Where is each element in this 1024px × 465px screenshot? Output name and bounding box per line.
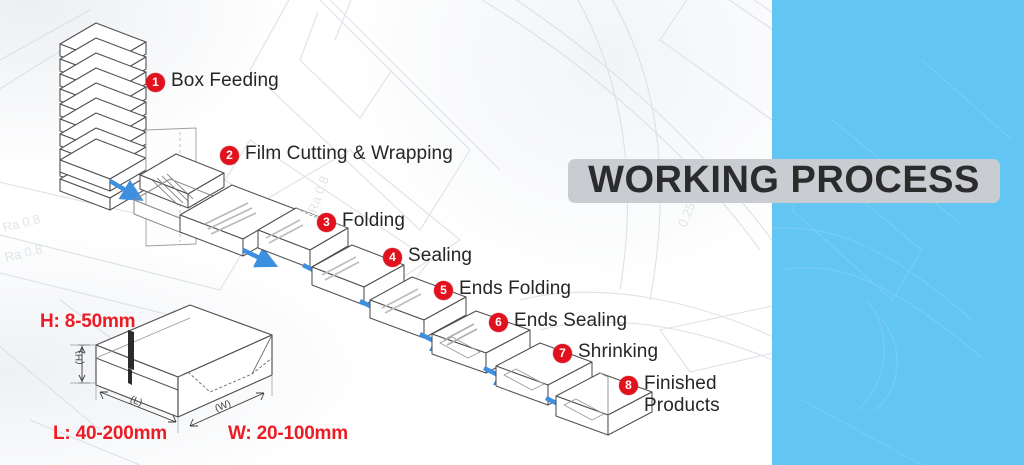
banner-title: WORKING PROCESS	[588, 159, 980, 201]
step-2-film-cutting-wrapping: 2 Film Cutting & Wrapping	[220, 143, 453, 165]
svg-text:Ra 0.8: Ra 0.8	[1, 211, 42, 235]
step-7-shrinking: 7 Shrinking	[553, 341, 658, 363]
step-1-label: Box Feeding	[171, 70, 279, 91]
dimension-width-label: W: 20-100mm	[228, 423, 348, 444]
step-8-badge: 8	[619, 376, 638, 395]
svg-text:0.25: 0.25	[675, 200, 698, 229]
step-7-badge: 7	[553, 344, 572, 363]
step-4-badge: 4	[383, 248, 402, 267]
accent-panel	[772, 0, 1024, 465]
step-3-label: Folding	[342, 210, 406, 231]
step-5-label: Ends Folding	[459, 278, 572, 299]
step-1-box-feeding: 1 Box Feeding	[146, 70, 279, 92]
step-8-finished-products: 8 Finished Products	[619, 373, 754, 417]
callout-length: (L)	[128, 394, 144, 409]
step-3-badge: 3	[317, 213, 336, 232]
step-4-label: Sealing	[408, 245, 473, 266]
svg-text:Ra 0.8: Ra 0.8	[3, 241, 44, 265]
step-6-badge: 6	[489, 313, 508, 332]
step-4-sealing: 4 Sealing	[383, 245, 472, 267]
step-8-label: Finished Products	[644, 373, 720, 416]
callout-width: (W)	[213, 398, 233, 415]
svg-text:ISO: ISO	[184, 328, 203, 353]
working-process-banner: WORKING PROCESS	[568, 159, 1000, 203]
callout-height: (H)	[74, 350, 86, 365]
step-5-badge: 5	[434, 281, 453, 300]
step-2-badge: 2	[220, 146, 239, 165]
svg-text:Ra 0.8: Ra 0.8	[305, 174, 332, 215]
dimension-length-label: L: 40-200mm	[53, 423, 167, 444]
step-6-ends-sealing: 6 Ends Sealing	[489, 310, 627, 332]
step-7-label: Shrinking	[578, 341, 659, 362]
step-6-label: Ends Sealing	[514, 310, 628, 331]
step-2-label: Film Cutting & Wrapping	[245, 143, 453, 164]
svg-text:0.75: 0.75	[226, 332, 247, 360]
step-3-folding: 3 Folding	[317, 210, 405, 232]
dimension-height-label: H: 8-50mm	[40, 311, 136, 332]
step-1-badge: 1	[146, 73, 165, 92]
step-5-ends-folding: 5 Ends Folding	[434, 278, 571, 300]
